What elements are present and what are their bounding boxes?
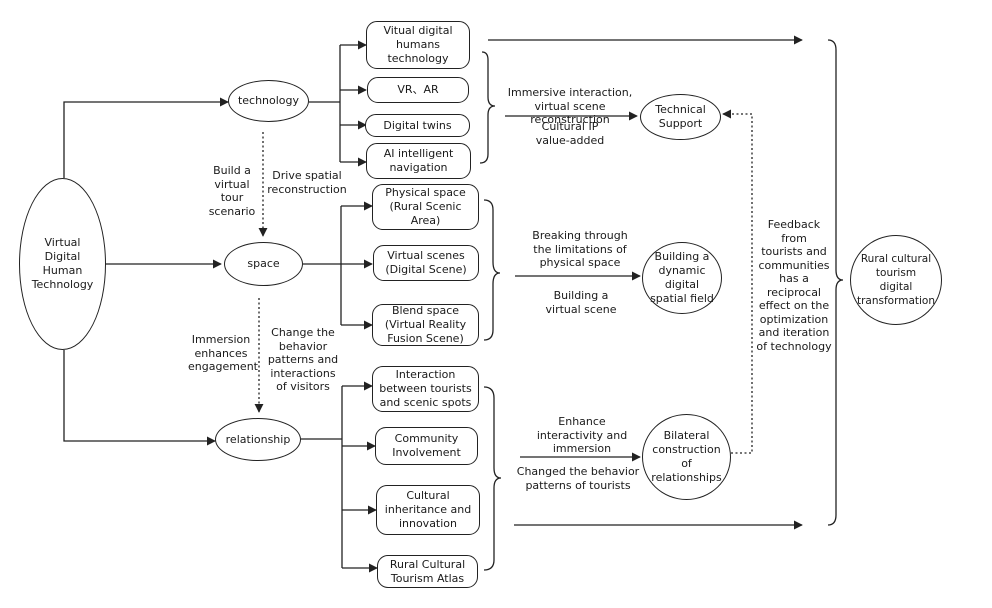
label-enhance-interactivity: Enhance interactivity and immersion (536, 415, 628, 455)
node-tech-item: VR、AR (367, 77, 469, 103)
label-immersion: Immersion enhances engagement (188, 333, 258, 373)
node-space: space (224, 242, 303, 286)
brace-space (483, 199, 501, 341)
node-rel-item: Interaction between tourists and scenic … (372, 366, 479, 412)
node-rel-item: Community Involvement (375, 427, 478, 465)
node-rel-item: Cultural inheritance and innovation (376, 485, 480, 535)
label-cultural-ip: Cultural IP value-added (535, 120, 605, 147)
label-feedback: Feedback from tourists and communities h… (756, 218, 832, 353)
node-space-item: Blend space (Virtual Reality Fusion Scen… (372, 304, 479, 346)
node-tech-item: Vitual digital humans technology (366, 21, 470, 69)
brace-rural (827, 39, 844, 526)
edge-vdh-relationship (63, 350, 216, 446)
node-virtual-digital-human: Virtual Digital Human Technology (19, 178, 106, 350)
label-build-tour: Build a virtual tour scenario (208, 164, 256, 218)
node-technology: technology (228, 80, 309, 122)
node-rural-transformation: Rural cultural tourism digital transform… (850, 235, 942, 325)
label-immersive-interaction: Immersive interaction, virtual scene rec… (507, 86, 633, 126)
node-space-item: Physical space (Rural Scenic Area) (372, 184, 479, 230)
node-space-item: Virtual scenes (Digital Scene) (373, 245, 479, 281)
edge-vdh-technology (63, 97, 229, 178)
brace-technology (479, 51, 496, 164)
node-tech-item: AI intelligent navigation (366, 143, 471, 179)
node-bilateral-construction: Bilateral construction of relationships (642, 414, 731, 500)
label-drive-spatial: Drive spatial reconstruction (267, 169, 347, 196)
label-building-virtual: Building a virtual scene (545, 289, 617, 316)
label-changed-behavior: Changed the behavior patterns of tourist… (516, 465, 640, 492)
node-dynamic-spatial-field: Building a dynamic digital spatial field (642, 242, 722, 314)
node-tech-item: Digital twins (365, 114, 470, 137)
node-relationship: relationship (215, 418, 301, 461)
label-change-behavior: Change the behavior patterns and interac… (267, 326, 339, 393)
label-breaking-through: Breaking through the limitations of phys… (532, 229, 628, 269)
node-technical-support: Technical Support (640, 94, 721, 140)
brace-relationship (483, 386, 502, 571)
node-rel-item: Rural Cultural Tourism Atlas (377, 555, 478, 588)
edge-feedback (722, 109, 753, 454)
